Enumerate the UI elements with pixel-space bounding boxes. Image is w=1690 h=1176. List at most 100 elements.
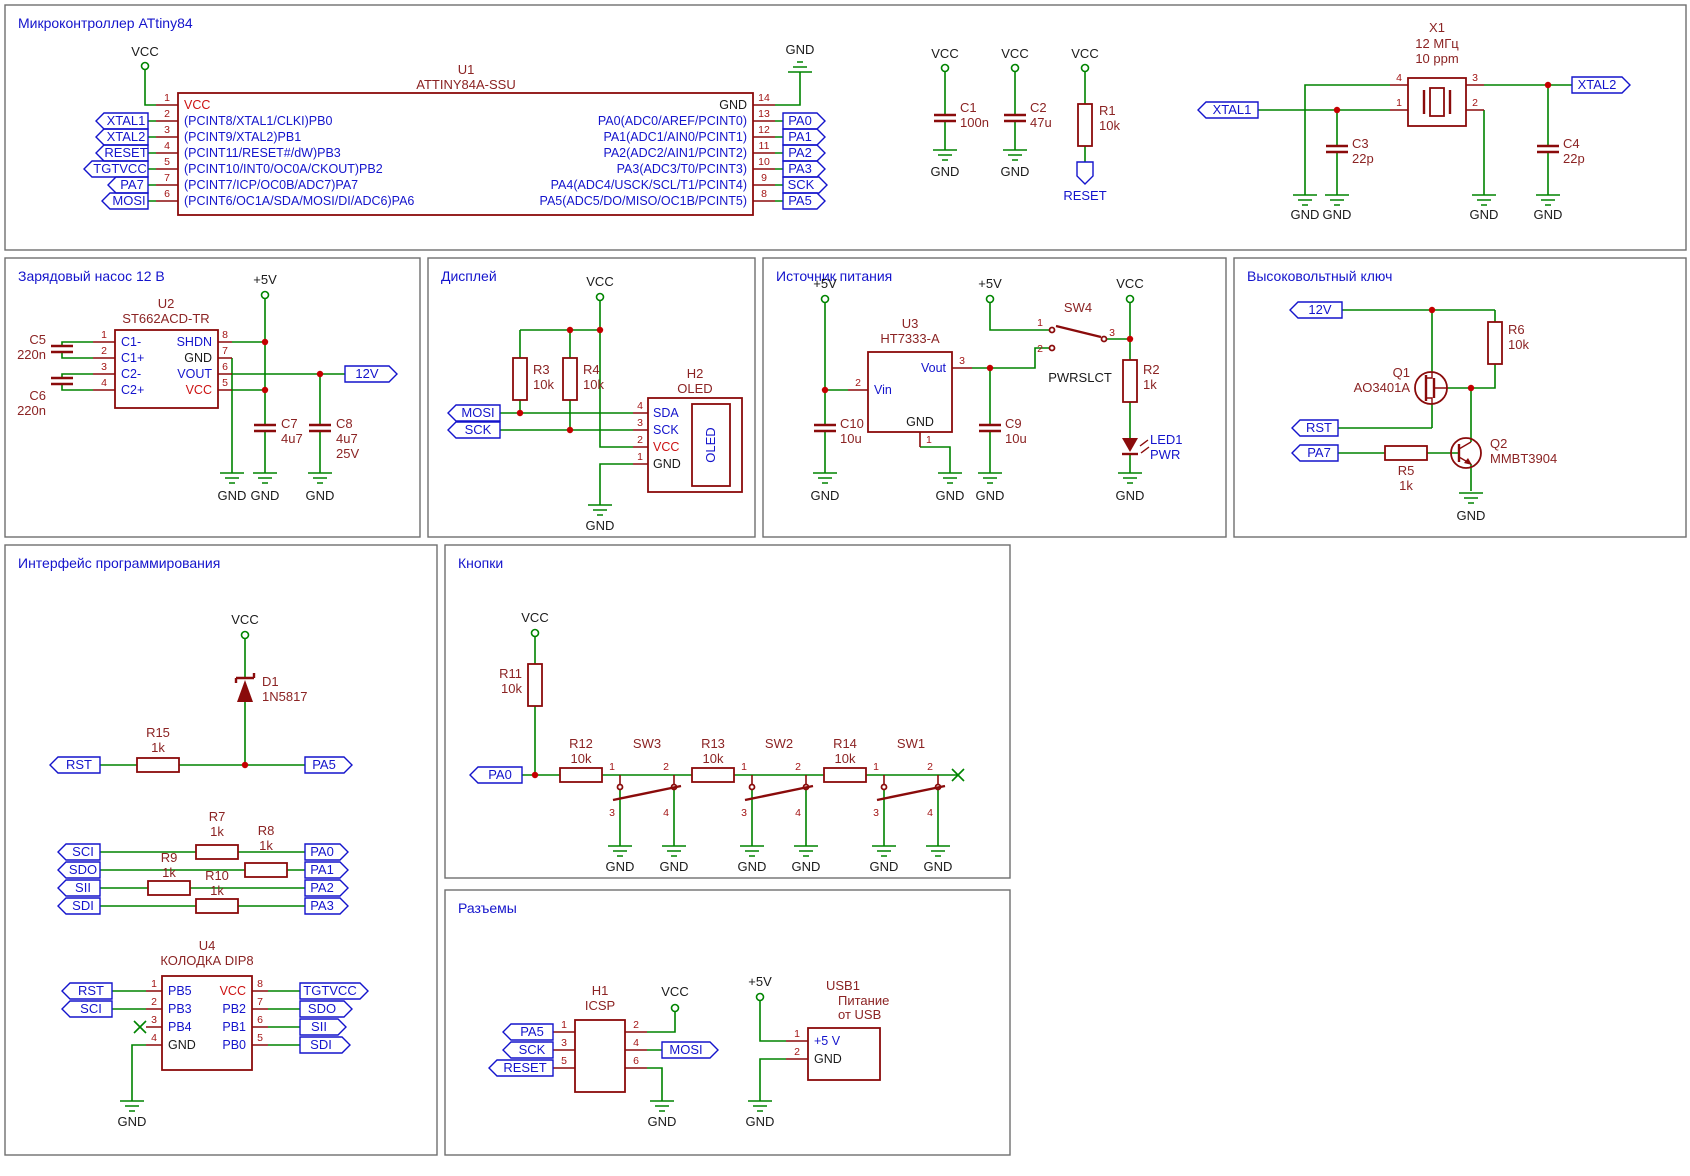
pin-name: C1+ <box>121 351 144 365</box>
pin-num: 7 <box>164 172 170 184</box>
hier-label-icon <box>299 982 369 1000</box>
hier-label-icon <box>447 421 501 439</box>
value: 47u <box>1030 115 1052 130</box>
section-title: Зарядовый насос 12 В <box>18 268 165 284</box>
resistor-icon <box>527 663 543 707</box>
pin-num: 3 <box>637 417 643 429</box>
section-title: Кнопки <box>458 555 503 571</box>
vcc-icon <box>1010 63 1020 73</box>
hier-label-icon <box>1291 419 1339 437</box>
resistor-icon <box>512 357 528 401</box>
pin-num: 1 <box>101 329 107 341</box>
gnd-icon <box>1003 149 1027 161</box>
pin-num: 5 <box>561 1055 567 1067</box>
hier-label-icon <box>95 112 149 130</box>
value: 10k <box>703 751 724 766</box>
value: 1k <box>162 865 176 880</box>
hier-label-icon <box>57 861 101 879</box>
x1-crystal: X1 12 МГц 10 ppm 4 1 3 2 XTAL1 XTAL2 C32… <box>1197 20 1631 222</box>
net-label: SII <box>311 1019 327 1034</box>
net-label: PA2 <box>310 880 334 895</box>
net-label: SCI <box>72 844 94 859</box>
section-title: Микроконтроллер ATtiny84 <box>18 15 193 31</box>
pin-num: 1 <box>609 761 615 773</box>
ref: R12 <box>569 736 593 751</box>
net-label: RST <box>66 757 92 772</box>
pin-name: PB3 <box>168 1002 192 1016</box>
pin-name: PB2 <box>222 1002 246 1016</box>
power-label: GND <box>786 42 815 57</box>
ref: R13 <box>701 736 725 751</box>
pin-num: 1 <box>873 761 879 773</box>
gnd-icon <box>1459 492 1483 504</box>
gnd-icon <box>662 845 686 857</box>
net-label: PA0 <box>310 844 334 859</box>
hier-label-icon <box>782 144 826 162</box>
ref: SW1 <box>897 736 925 751</box>
hier-labels-right: PA0 PA1 PA2 PA3 SCK PA5 <box>782 112 828 210</box>
pin-num: 6 <box>164 188 170 200</box>
pin-name: PA2(ADC2/AIN1/PCINT2) <box>603 146 747 160</box>
value: 10k <box>1099 118 1120 133</box>
section-title: Интерфейс программирования <box>18 555 220 571</box>
pin-num: 4 <box>151 1032 157 1044</box>
power-label: VCC <box>1071 46 1098 61</box>
ref: R15 <box>146 725 170 740</box>
hier-label-icon <box>469 766 523 784</box>
pin-name: PA0(ADC0/AREF/PCINT0) <box>598 114 747 128</box>
pin-num: 2 <box>633 1019 639 1031</box>
ref: C10 <box>840 416 864 431</box>
value: 10u <box>1005 431 1027 446</box>
pin-name: PB4 <box>168 1020 192 1034</box>
ref: R2 <box>1143 362 1160 377</box>
pin-num: 2 <box>795 761 801 773</box>
net-label: XTAL2 <box>107 129 146 144</box>
power-label: GND <box>251 488 280 503</box>
power-label: GND <box>306 488 335 503</box>
gnd-icon <box>938 472 962 484</box>
hier-label-icon <box>661 1041 719 1059</box>
gnd-icon <box>740 845 764 857</box>
wires <box>522 636 958 846</box>
hier-label-icon <box>304 861 349 879</box>
pin-name: PA3(ADC3/T0/PCINT3) <box>617 162 747 176</box>
gnd-icon <box>813 472 837 484</box>
junction-dot <box>531 771 539 779</box>
pin-num: 3 <box>959 355 965 367</box>
ref: R8 <box>258 823 275 838</box>
pin-num: 5 <box>222 377 228 389</box>
capacitor-icon <box>979 423 1001 433</box>
hier-label-icon <box>304 897 349 915</box>
pin-num: 7 <box>222 345 228 357</box>
vcc-icon <box>595 292 605 302</box>
resistor-icon <box>1122 359 1138 403</box>
h1-icsp-connector: H1 ICSP 1 3 5 2 4 6 <box>561 983 639 1093</box>
net-label: SCK <box>519 1042 546 1057</box>
hier-label-icon <box>83 160 149 178</box>
pin-num: 5 <box>257 1032 263 1044</box>
pin-name: VCC <box>220 984 246 998</box>
hier-label-icon <box>57 879 101 897</box>
resistor-icon <box>195 898 239 914</box>
frame <box>427 257 756 538</box>
power-label: VCC <box>231 612 258 627</box>
value: КОЛОДКА DIP8 <box>160 953 253 968</box>
vcc-icon <box>670 1003 680 1013</box>
gnd-icon <box>650 1100 674 1112</box>
pin-num: 2 <box>637 434 643 446</box>
pin-num: 2 <box>1472 97 1478 109</box>
pin-stubs <box>848 367 972 447</box>
q1-mosfet: Q1 AO3401A <box>1354 365 1448 405</box>
power-label: GND <box>1001 164 1030 179</box>
value: 10k <box>501 681 522 696</box>
section-mcu: Микроконтроллер ATtiny84 U1 ATTINY84A-SS… <box>4 4 1687 251</box>
ref: C7 <box>281 416 298 431</box>
value: 22p <box>1352 151 1374 166</box>
wires <box>647 1000 786 1101</box>
power-label: VCC <box>1001 46 1028 61</box>
hier-label-icon <box>502 1041 554 1059</box>
hier-label-icon <box>61 1000 113 1018</box>
frame <box>1233 257 1687 538</box>
value: ST662ACD-TR <box>122 311 209 326</box>
